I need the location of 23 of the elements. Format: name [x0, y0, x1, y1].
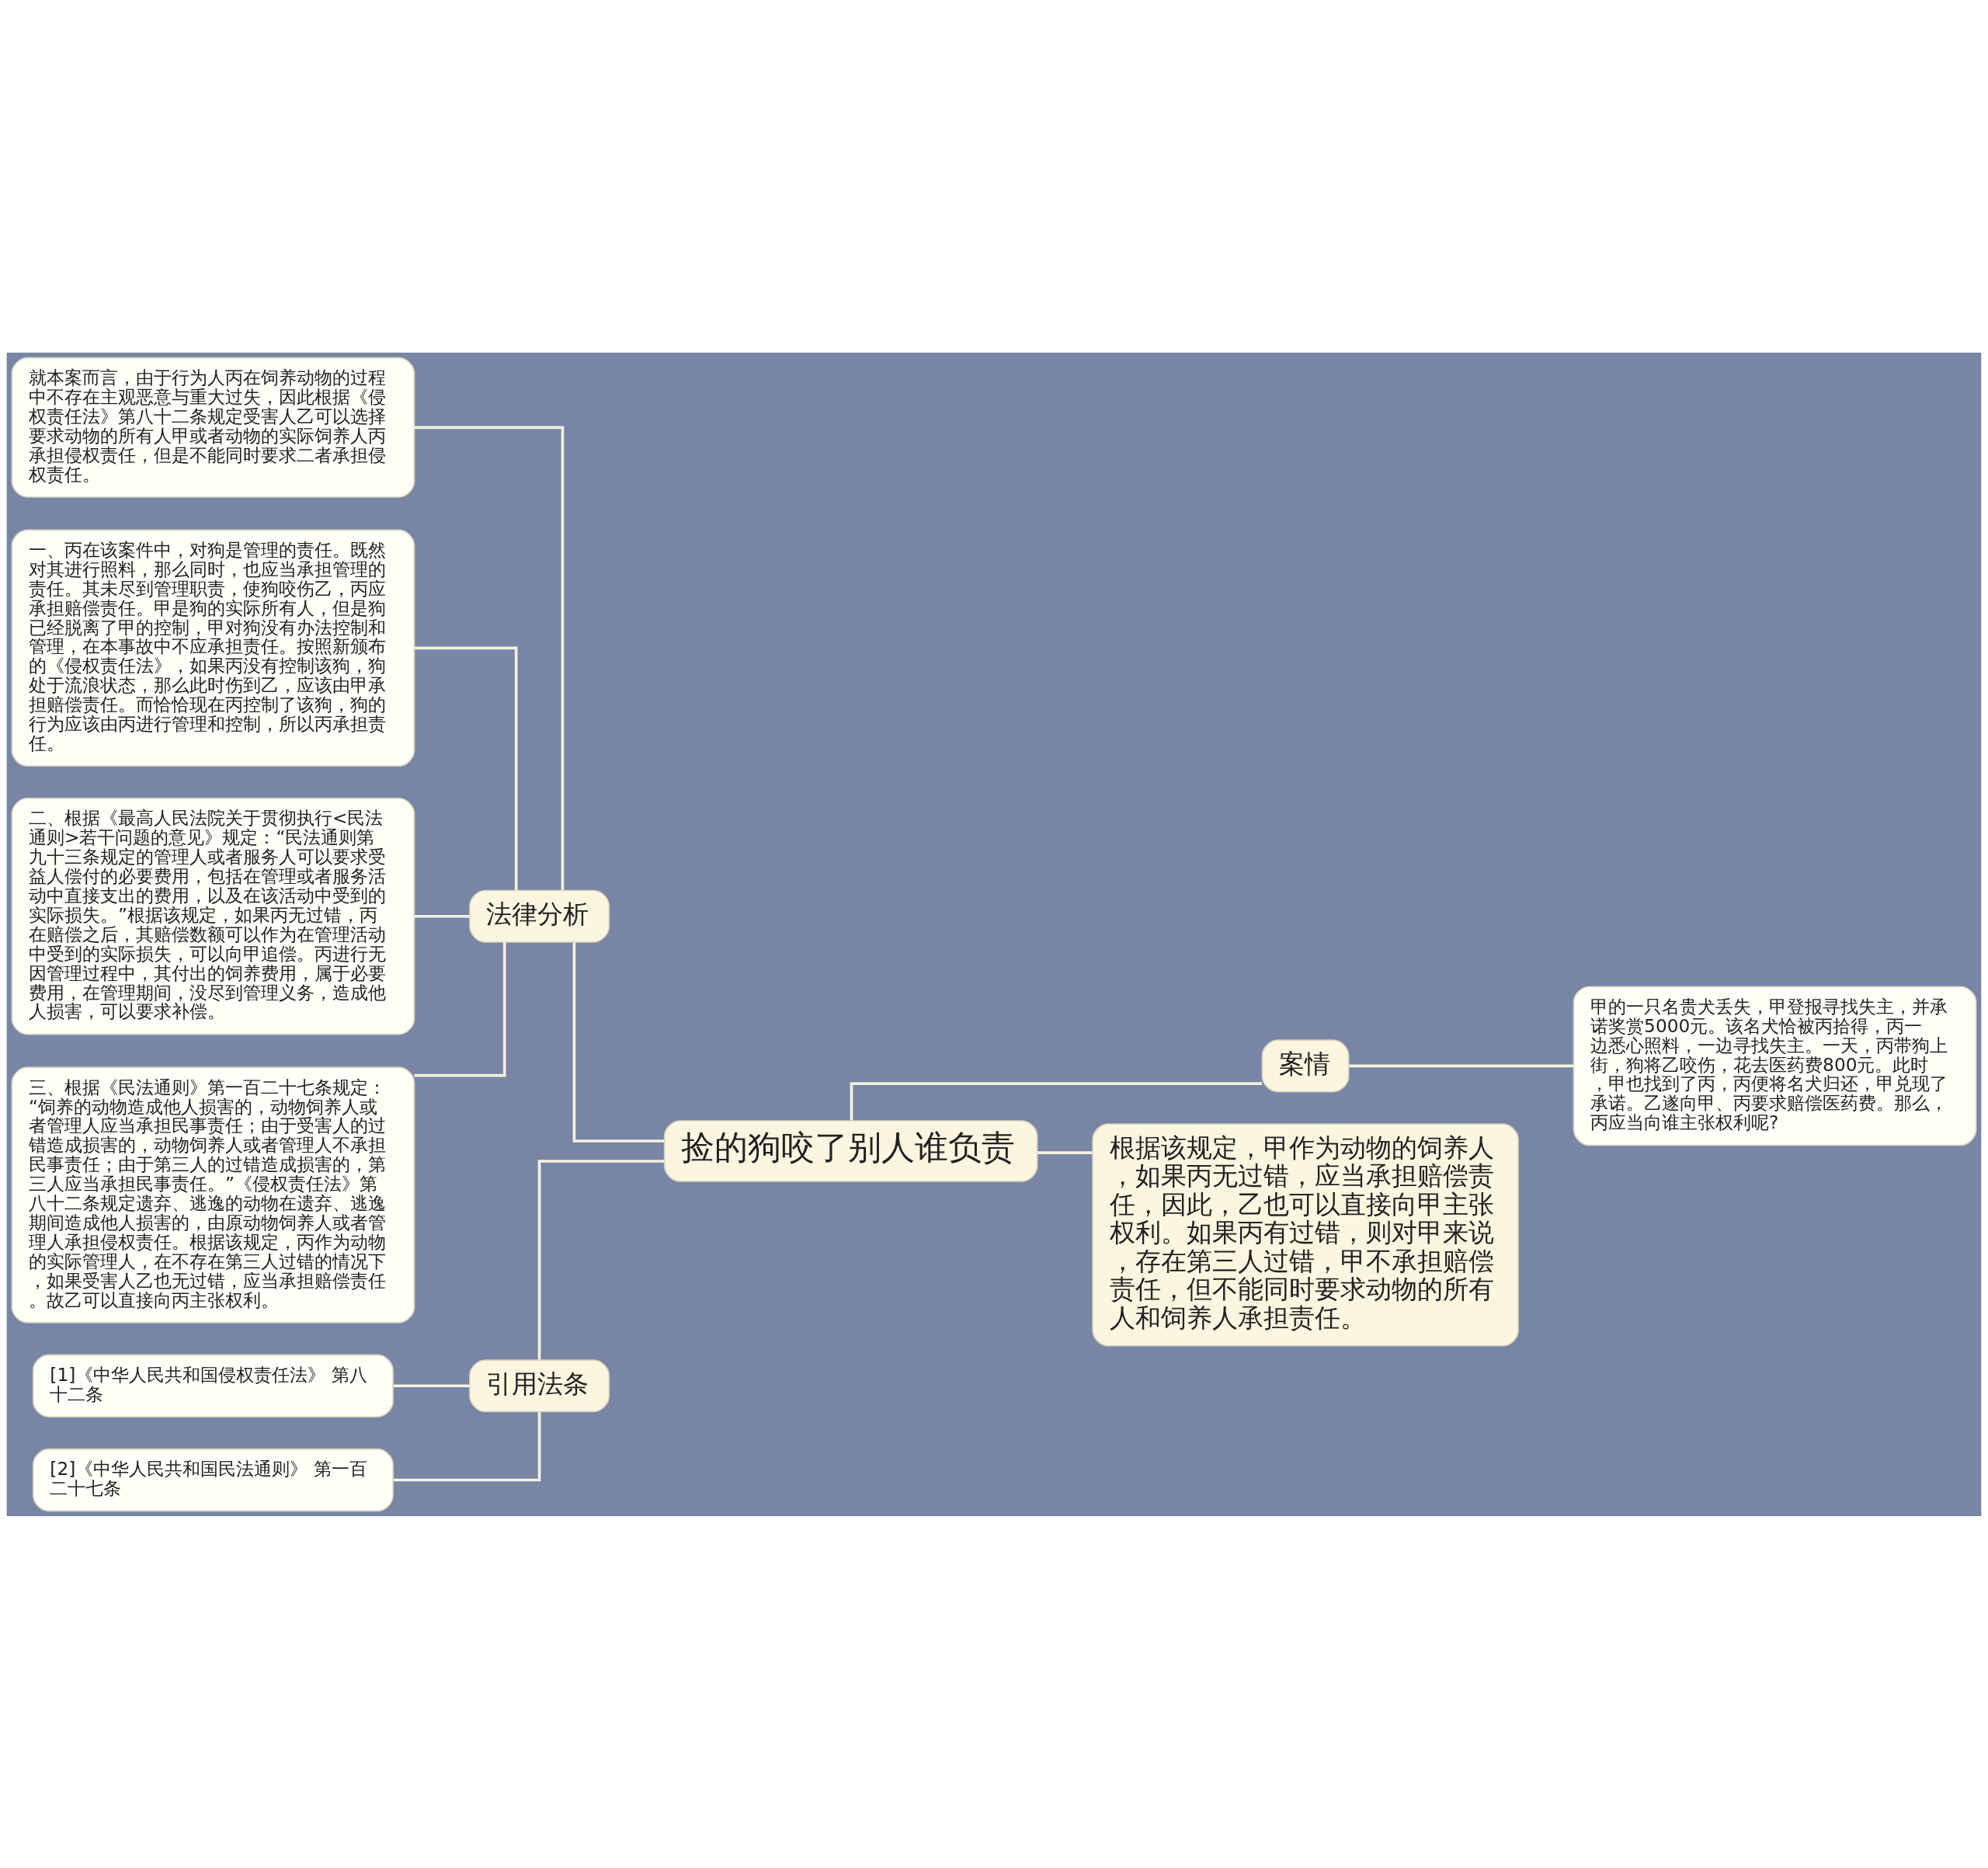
connector — [1037, 1150, 1093, 1154]
node-box: 一、丙在该案件中，对狗是管理的责任。既然对其进行照料，那么同时，也应当承担管理的责任。其未尽到管理职责，使狗咬伤乙，丙应承担赔偿责任。甲是狗的实际所有人，但是狗已经脱离了甲的控制，甲对狗没有办法控制和管理，在本事故中不应承担责任。按照新颁布的《侵权责任法》，如果丙没有控制该狗，狗处于流浪状态，那么此时伤到乙，应该由甲承担赔偿责任。而恰恰现在丙控制了该狗，狗的行为应该由丙进行管理和控制，所以丙承担责任。 — [11, 529, 415, 767]
connector — [393, 1411, 541, 1481]
node-box: 法律分析 — [469, 889, 610, 943]
node-box: [1]《中华人民共和国侵权责任法》 第八十二条 — [32, 1354, 394, 1418]
connector — [393, 1383, 470, 1387]
connector — [537, 1159, 665, 1359]
connector — [414, 646, 518, 890]
connector — [414, 426, 565, 890]
connector — [572, 942, 665, 1143]
node-box: 案情 — [1261, 1038, 1350, 1092]
node-box: 就本案而言，由于行为人丙在饲养动物的过程中不存在主观恶意与重大过失，因此根据《侵权责任法》第八十二条规定受害人乙可以选择要求动物的所有人甲或者动物的实际饲养人丙承担侵权责任，但是不能同时要求二者承担侵权责任。 — [11, 357, 415, 498]
connector — [414, 941, 506, 1077]
node-box: 根据该规定，甲作为动物的饲养人，如果丙无过错，应当承担赔偿责任，因此，乙也可以直接向甲主张权利。如果丙有过错，则对甲来说，存在第三人过错，甲不承担赔偿责任，但不能同时要求动物的所有人和饲养人承担责任。 — [1092, 1122, 1519, 1347]
node-box: [2]《中华人民共和国民法通则》 第一百二十七条 — [32, 1448, 394, 1511]
connector — [1348, 1064, 1574, 1067]
node-box: 二、根据《最高人民法院关于贯彻执行<民法通则>若干问题的意见》规定：“民法通则第九十三条规定的管理人或者服务人可以要求受益人偿付的必要费用，包括在管理或者服务活动中直接支出的费用，以及在该活动中受到的实际损失。”根据该规定，如果丙无过错，丙在赔偿之后，其赔偿数额可以作为在管理活动中受到的实际损失，可以向甲追偿。丙进行无因管理过程中，其付出的饲养费用，属于必要费用，在管理期间，没尽到管理义务，造成他人损害，可以要求补偿。 — [11, 797, 415, 1035]
connector — [414, 914, 470, 918]
node-box: 捡的狗咬了别人谁负责 — [663, 1119, 1038, 1182]
node-box: 引用法条 — [469, 1358, 610, 1412]
node-box: 三、根据《民法通则》第一百二十七条规定：“饲养的动物造成他人损害的，动物饲养人或者管理人应当承担民事责任；由于受害人的过错造成损害的，动物饲养人或者管理人不承担民事责任；由于第三人的过错造成损害的，第三人应当承担民事责任。”《侵权责任法》第八十二条规定遗弃、逃逸的动物在遗弃、逃逸期间造成他人损害的，由原动物饲养人或者管理人承担侵权责任。根据该规定，丙作为动物的实际管理人，在不存在第三人过错的情况下，如果受害人乙也无过错，应当承担赔偿责任。故乙可以直接向丙主张权利。 — [11, 1066, 415, 1324]
connector — [850, 1081, 1262, 1121]
node-box: 甲的一只名贵犬丢失，甲登报寻找失主，并承诺奖赏5000元。该名犬恰被丙拾得，丙一边悉心照料，一边寻找失主。一天，丙带狗上街，狗将乙咬伤，花去医药费800元。此时，甲也找到了丙，丙便将名犬归还，甲兑现了承诺。乙遂向甲、丙要求赔偿医药费。那么，丙应当向谁主张权利呢? — [1573, 985, 1977, 1146]
